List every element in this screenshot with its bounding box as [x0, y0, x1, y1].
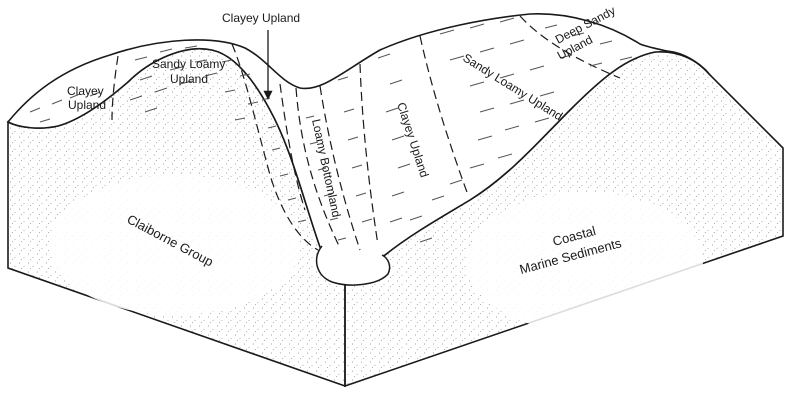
label-sandy-loamy-upland-left-1: Sandy Loamy	[152, 57, 225, 71]
boundary-bottomland-east	[319, 85, 361, 251]
boundary-clayey-sandy-right	[419, 35, 469, 196]
boundary-valley-west	[279, 83, 306, 211]
stream-channel	[315, 245, 391, 286]
label-sandy-loamy-upland-left-2: Upland	[170, 72, 208, 86]
label-clayey-upland-left-1: Clayey	[67, 84, 104, 98]
boundary-deep-sandy	[519, 15, 621, 79]
left-face-highlight	[50, 175, 300, 315]
land-surface	[6, 13, 711, 266]
surface-hatching	[29, 17, 633, 243]
right-face-highlight	[467, 192, 703, 332]
boundary-clayey-right-west	[359, 63, 379, 246]
boundary-sandy-clayey-valley	[231, 43, 319, 251]
label-clayey-upland-left-2: Upland	[68, 98, 106, 112]
boundary-clayey-sandy-left	[111, 55, 119, 121]
label-clayey-upland-top: Clayey Upland	[222, 11, 300, 25]
soil-boundaries	[111, 15, 621, 251]
boundary-bottomland-west	[295, 87, 341, 249]
